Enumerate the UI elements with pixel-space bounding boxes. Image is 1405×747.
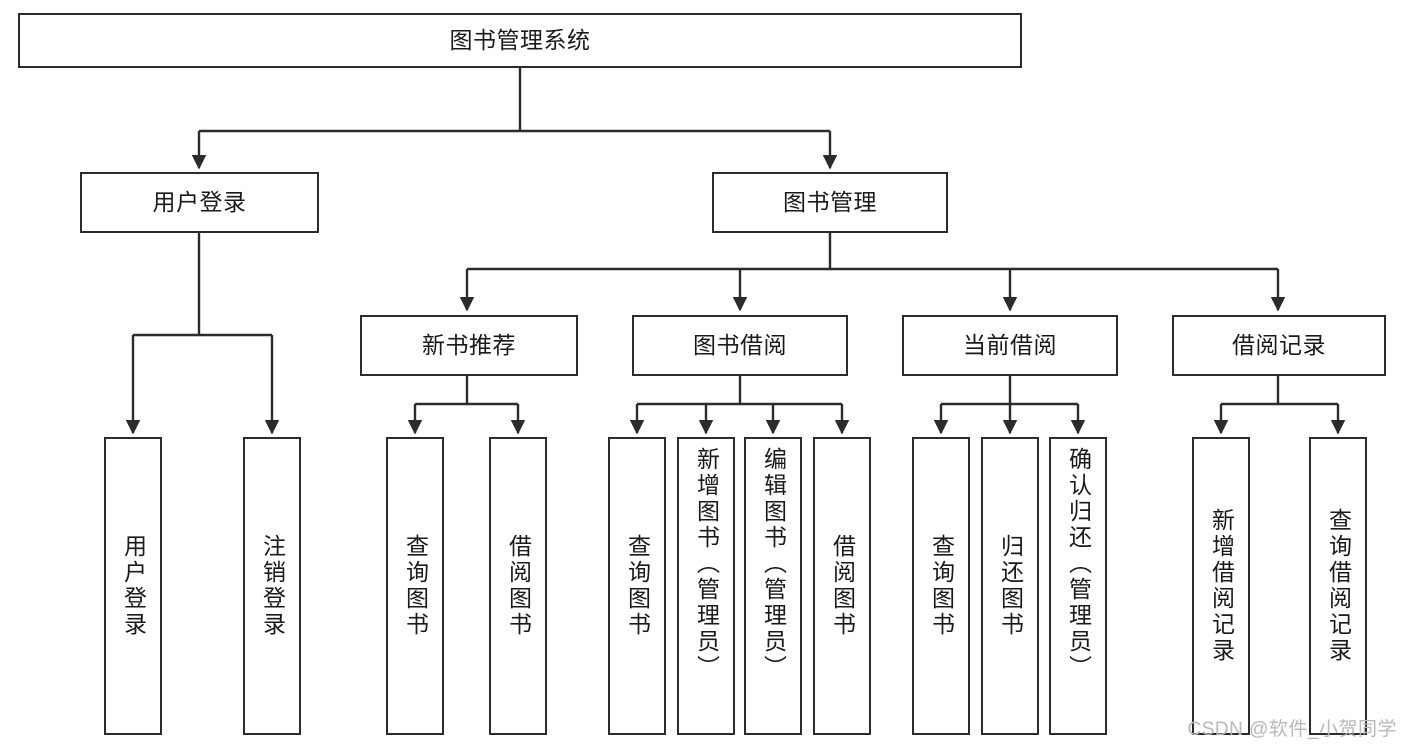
node-user-login[interactable]: 用户登录: [80, 172, 319, 233]
node-book-manage-label: 图书管理: [783, 188, 877, 215]
leaf-user-login-label: 用户登录: [120, 534, 147, 638]
leaf-add-book[interactable]: 新增图书（管理员）: [677, 437, 735, 735]
node-book-borrow-label: 图书借阅: [693, 331, 787, 358]
leaf-return-book-label: 归还图书: [997, 534, 1024, 638]
node-borrow-record[interactable]: 借阅记录: [1172, 315, 1386, 376]
leaf-logout-label: 注销登录: [259, 534, 286, 638]
leaf-query-book-1-label: 查询图书: [402, 534, 429, 638]
leaf-borrow-book-2-label: 借阅图书: [829, 534, 856, 638]
leaf-query-book-1[interactable]: 查询图书: [386, 437, 444, 735]
leaf-edit-book-label: 编辑图书（管理员）: [760, 447, 787, 681]
leaf-query-book-2[interactable]: 查询图书: [608, 437, 666, 735]
node-current-borrow[interactable]: 当前借阅: [902, 315, 1118, 376]
leaf-edit-book[interactable]: 编辑图书（管理员）: [744, 437, 802, 735]
leaf-borrow-book-1-label: 借阅图书: [505, 534, 532, 638]
leaf-return-book[interactable]: 归还图书: [981, 437, 1039, 735]
leaf-add-borrow-record-label: 新增借阅记录: [1208, 508, 1235, 664]
leaf-user-login[interactable]: 用户登录: [104, 437, 162, 735]
leaf-query-book-2-label: 查询图书: [624, 534, 651, 638]
node-current-borrow-label: 当前借阅: [963, 331, 1057, 358]
leaf-confirm-return-label: 确认归还（管理员）: [1065, 447, 1092, 681]
leaf-add-borrow-record[interactable]: 新增借阅记录: [1192, 437, 1250, 735]
leaf-query-book-3[interactable]: 查询图书: [912, 437, 970, 735]
leaf-borrow-book-2[interactable]: 借阅图书: [813, 437, 871, 735]
leaf-confirm-return[interactable]: 确认归还（管理员）: [1049, 437, 1107, 735]
leaf-query-borrow-record-label: 查询借阅记录: [1325, 508, 1352, 664]
leaf-borrow-book-1[interactable]: 借阅图书: [489, 437, 547, 735]
node-root-label: 图书管理系统: [449, 26, 591, 53]
node-user-login-label: 用户登录: [152, 188, 247, 215]
watermark-text: CSDN @软件_小贺同学: [1187, 719, 1397, 740]
node-new-book-recommendation-label: 新书推荐: [422, 331, 516, 358]
leaf-query-borrow-record[interactable]: 查询借阅记录: [1309, 437, 1367, 735]
node-book-manage[interactable]: 图书管理: [712, 172, 948, 233]
leaf-add-book-label: 新增图书（管理员）: [693, 447, 720, 681]
node-root[interactable]: 图书管理系统: [18, 13, 1022, 68]
node-book-borrow[interactable]: 图书借阅: [632, 315, 848, 376]
leaf-query-book-3-label: 查询图书: [928, 534, 955, 638]
node-borrow-record-label: 借阅记录: [1232, 331, 1326, 358]
leaf-logout[interactable]: 注销登录: [243, 437, 301, 735]
node-new-book-recommendation[interactable]: 新书推荐: [360, 315, 578, 376]
